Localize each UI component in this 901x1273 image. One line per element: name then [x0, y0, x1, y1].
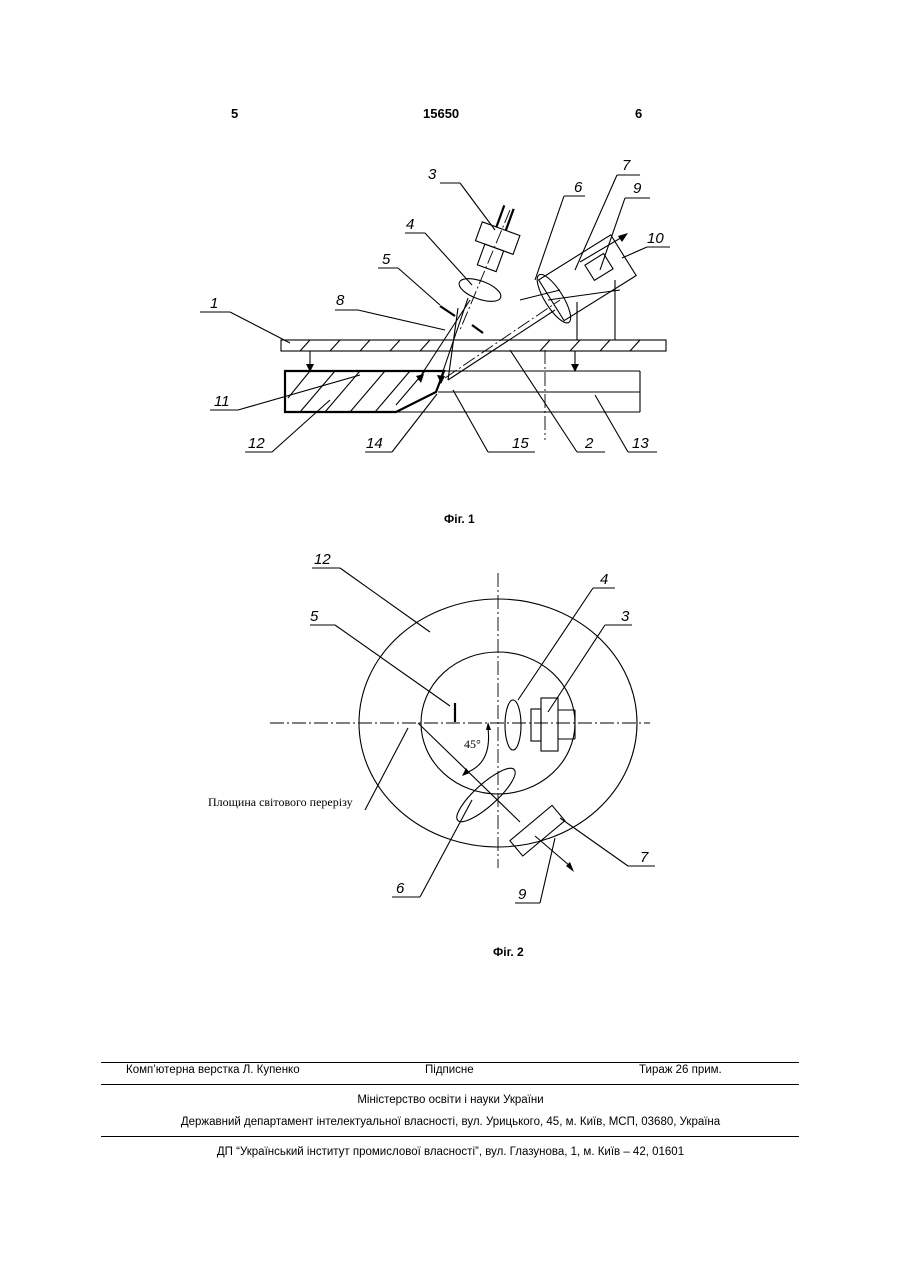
footer-ministry: Міністерство освіти і науки України: [0, 1094, 901, 1106]
fig2-label: 12: [314, 551, 331, 568]
figure-2-caption: Фіг. 2: [493, 945, 524, 959]
footer-signed: Підписне: [425, 1064, 474, 1076]
plane-label: Площина світового перерізу: [208, 795, 353, 809]
footer-circulation: Тираж 26 прим.: [639, 1064, 722, 1076]
footer-publisher: ДП “Український інститут промислової вла…: [0, 1146, 901, 1158]
fig2-label: 6: [396, 880, 405, 897]
footer-rule-top: [101, 1062, 799, 1063]
footer-rule-middle: [101, 1084, 799, 1085]
fig2-label: 5: [310, 608, 319, 625]
fig2-label: 9: [518, 886, 527, 903]
fig2-label: 3: [621, 608, 630, 625]
fig2-label: 4: [600, 571, 608, 588]
footer-layout: Комп’ютерна верстка Л. Купенко: [126, 1064, 300, 1076]
figure-2-drawing: 45° 12 4 3 5 6 9 7 Площина світового пер…: [0, 0, 901, 960]
footer-rule-bottom: [101, 1136, 799, 1137]
fig2-label: 7: [640, 849, 649, 866]
footer-department: Державний департамент інтелектуальної вл…: [0, 1116, 901, 1128]
angle-label: 45°: [464, 737, 481, 751]
